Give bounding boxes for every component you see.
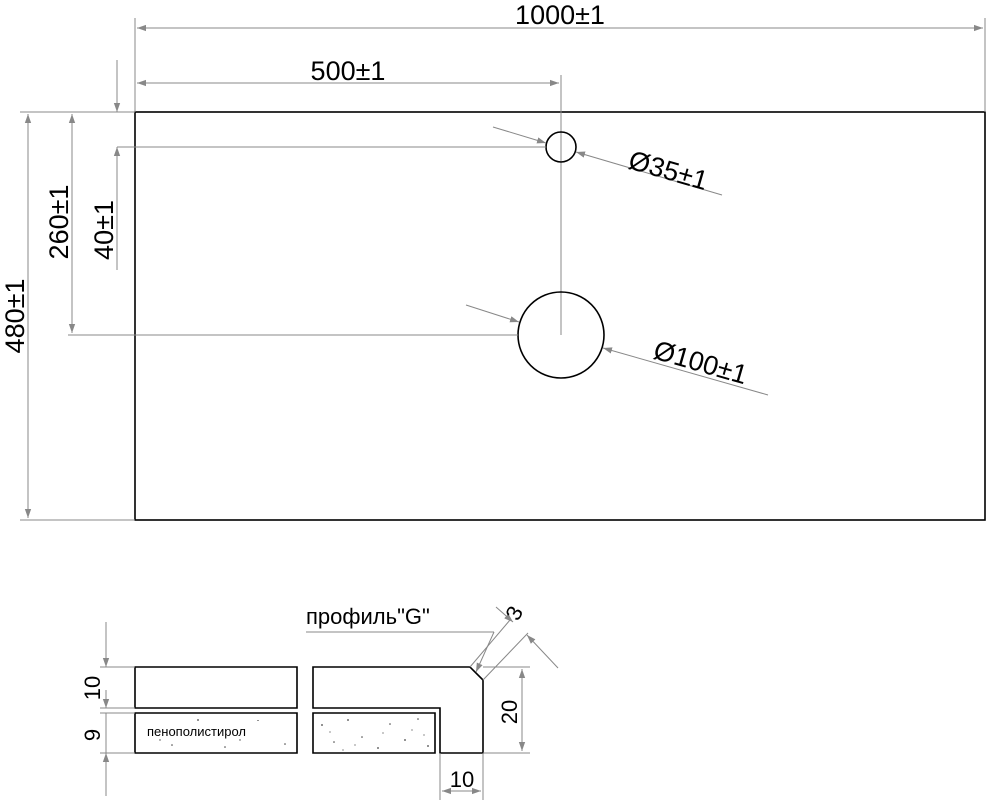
foam-label: пенополистирол xyxy=(147,724,246,739)
section-view: пенополистирол профиль"G" 3 10 9 20 10 xyxy=(80,602,559,800)
chamfer-extension-b xyxy=(469,619,511,668)
edge-profile-hint xyxy=(440,680,483,708)
large-diameter-leader-right xyxy=(602,347,769,396)
large-diameter-label: Ø100±1 xyxy=(650,335,750,390)
foam-label-bg xyxy=(145,721,277,739)
small-diameter-leader-left xyxy=(492,126,547,144)
profile-leader xyxy=(475,631,495,673)
small-diameter-leader-right xyxy=(575,151,723,196)
foam-speckles xyxy=(149,718,429,751)
chamfer-extension-a xyxy=(482,632,529,681)
foam-thickness-label: 9 xyxy=(80,729,105,741)
edge-width-label: 10 xyxy=(450,767,474,792)
small-hole-offset-label: 40±1 xyxy=(89,200,119,260)
chamfer-label: 3 xyxy=(500,602,528,625)
top-layer-left xyxy=(134,666,298,709)
top-layer-right xyxy=(312,666,484,754)
foam-layer-left xyxy=(134,712,298,754)
small-diameter-label: Ø35±1 xyxy=(625,145,711,196)
countertop-outline xyxy=(134,111,986,521)
chamfer-arrow-bottom xyxy=(526,634,559,669)
center-dimension-label: 500±1 xyxy=(311,56,386,86)
edge-height-label: 20 xyxy=(497,700,522,724)
chamfer-arrow-top xyxy=(495,606,514,623)
top-view: 1000±1 500±1 480±1 260±1 40±1 Ø35±1 Ø xyxy=(0,0,986,521)
top-layer-thickness-label: 10 xyxy=(80,676,105,700)
foam-layer-right xyxy=(312,712,436,754)
large-hole-offset-label: 260±1 xyxy=(44,185,74,260)
profile-label: профиль"G" xyxy=(306,604,430,629)
depth-dimension-label: 480±1 xyxy=(0,279,30,354)
large-diameter-leader-left xyxy=(465,304,520,323)
width-dimension-label: 1000±1 xyxy=(515,0,605,30)
